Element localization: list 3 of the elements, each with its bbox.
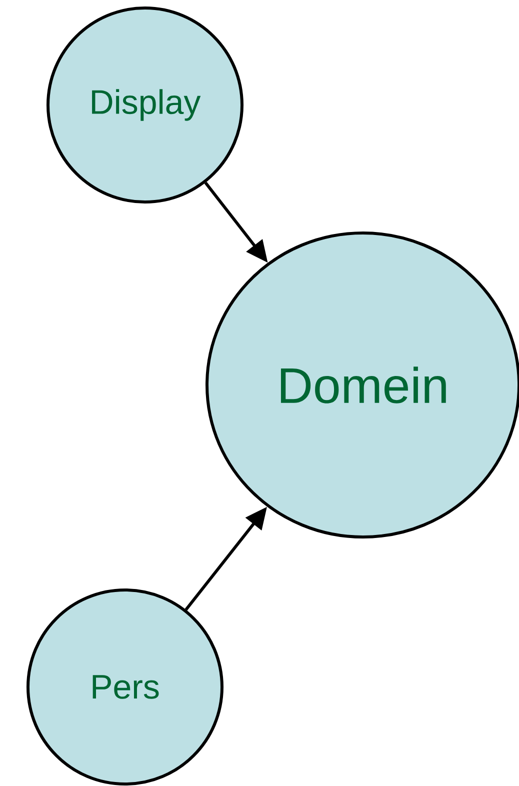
circle-node: Pers <box>26 588 224 786</box>
circle-node: Display <box>46 6 244 204</box>
circle-node: Domein <box>206 232 519 538</box>
